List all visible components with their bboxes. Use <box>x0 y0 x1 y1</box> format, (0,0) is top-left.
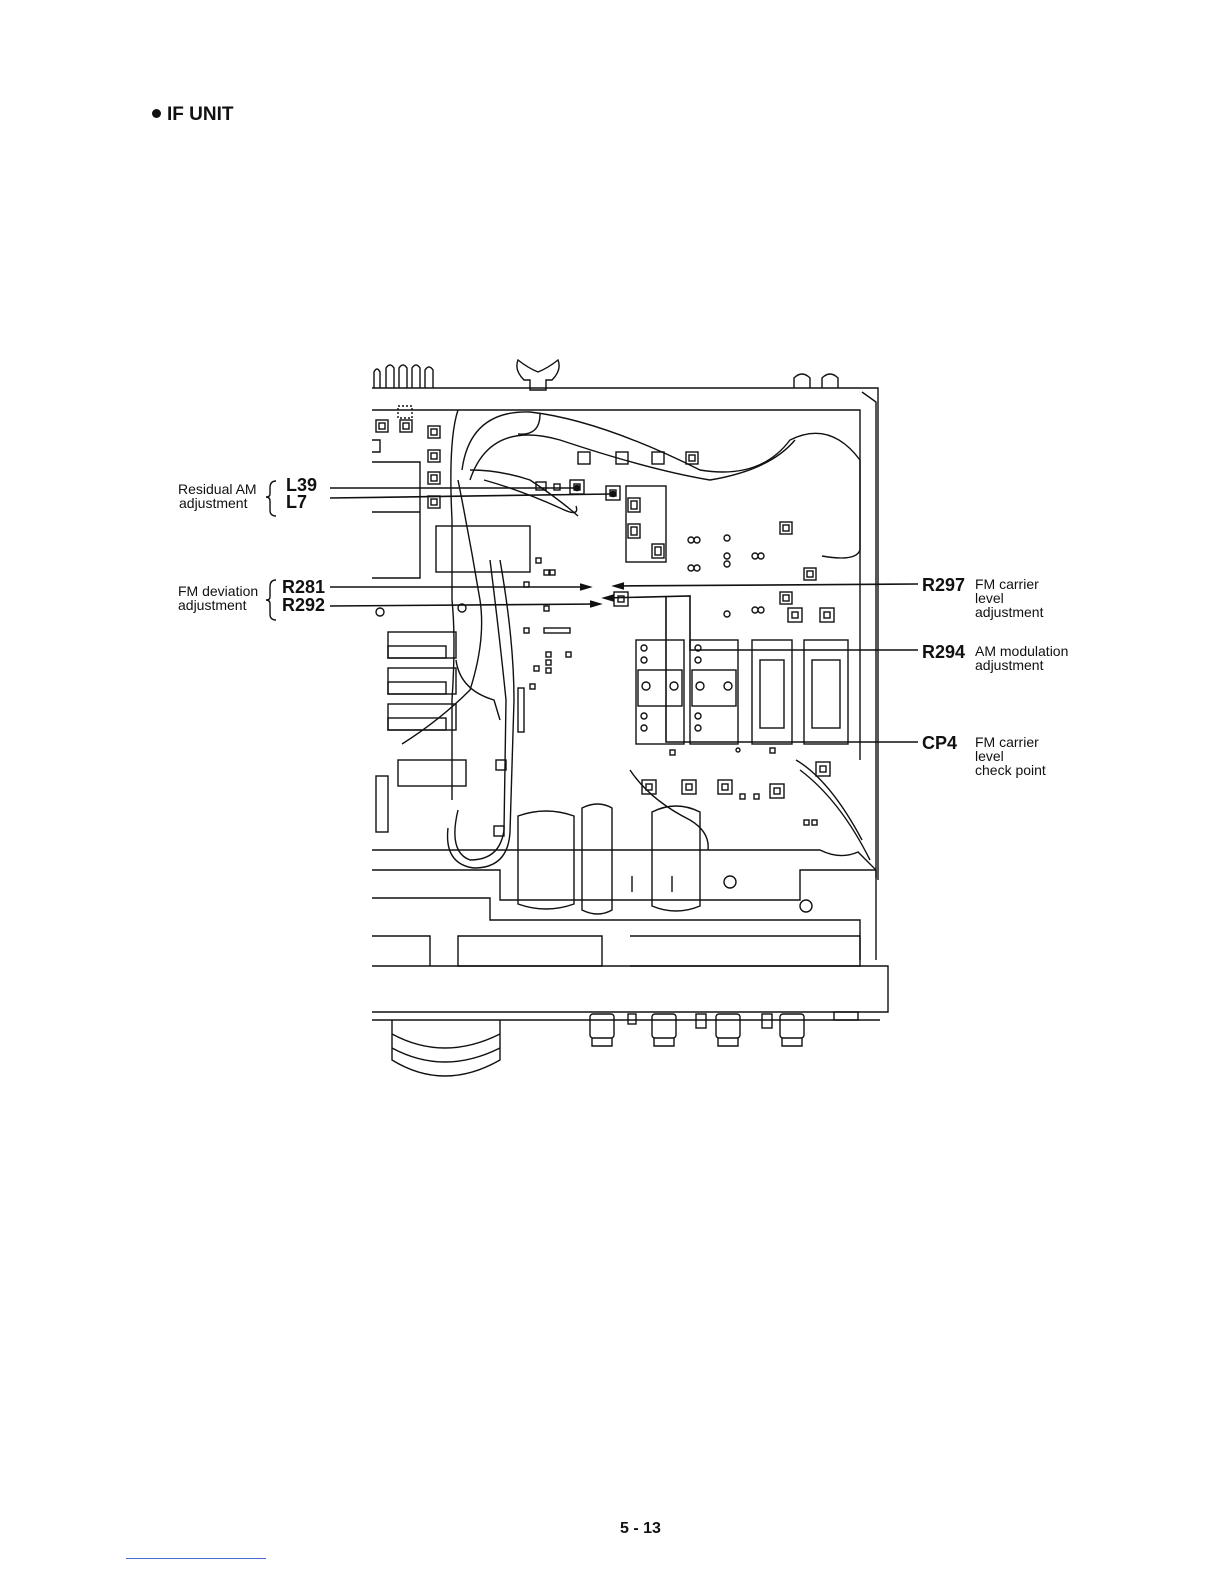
rear-connector <box>794 374 810 388</box>
page-number: 5 - 13 <box>620 1520 661 1538</box>
chassis-rear <box>372 388 878 880</box>
leader-l7 <box>330 494 612 498</box>
toroid-core <box>518 811 574 909</box>
rear-connector <box>822 374 838 388</box>
filter-block <box>690 640 738 744</box>
tuning-knob <box>392 1020 500 1076</box>
leader-r297 <box>614 584 918 586</box>
leader-r292 <box>330 604 600 606</box>
filter-block <box>636 640 684 744</box>
front-panel <box>372 966 888 1012</box>
wing-nut <box>517 360 559 390</box>
heatsink-fins <box>374 365 433 388</box>
toroid-core <box>582 804 612 914</box>
cable-sleeve <box>436 526 530 572</box>
leader-r294 <box>604 596 918 650</box>
small-parts <box>376 535 817 825</box>
fm-deviation-brace <box>266 580 276 620</box>
residual-am-brace <box>266 481 276 516</box>
footer-rule <box>126 1558 266 1559</box>
front-jacks <box>590 1012 858 1046</box>
